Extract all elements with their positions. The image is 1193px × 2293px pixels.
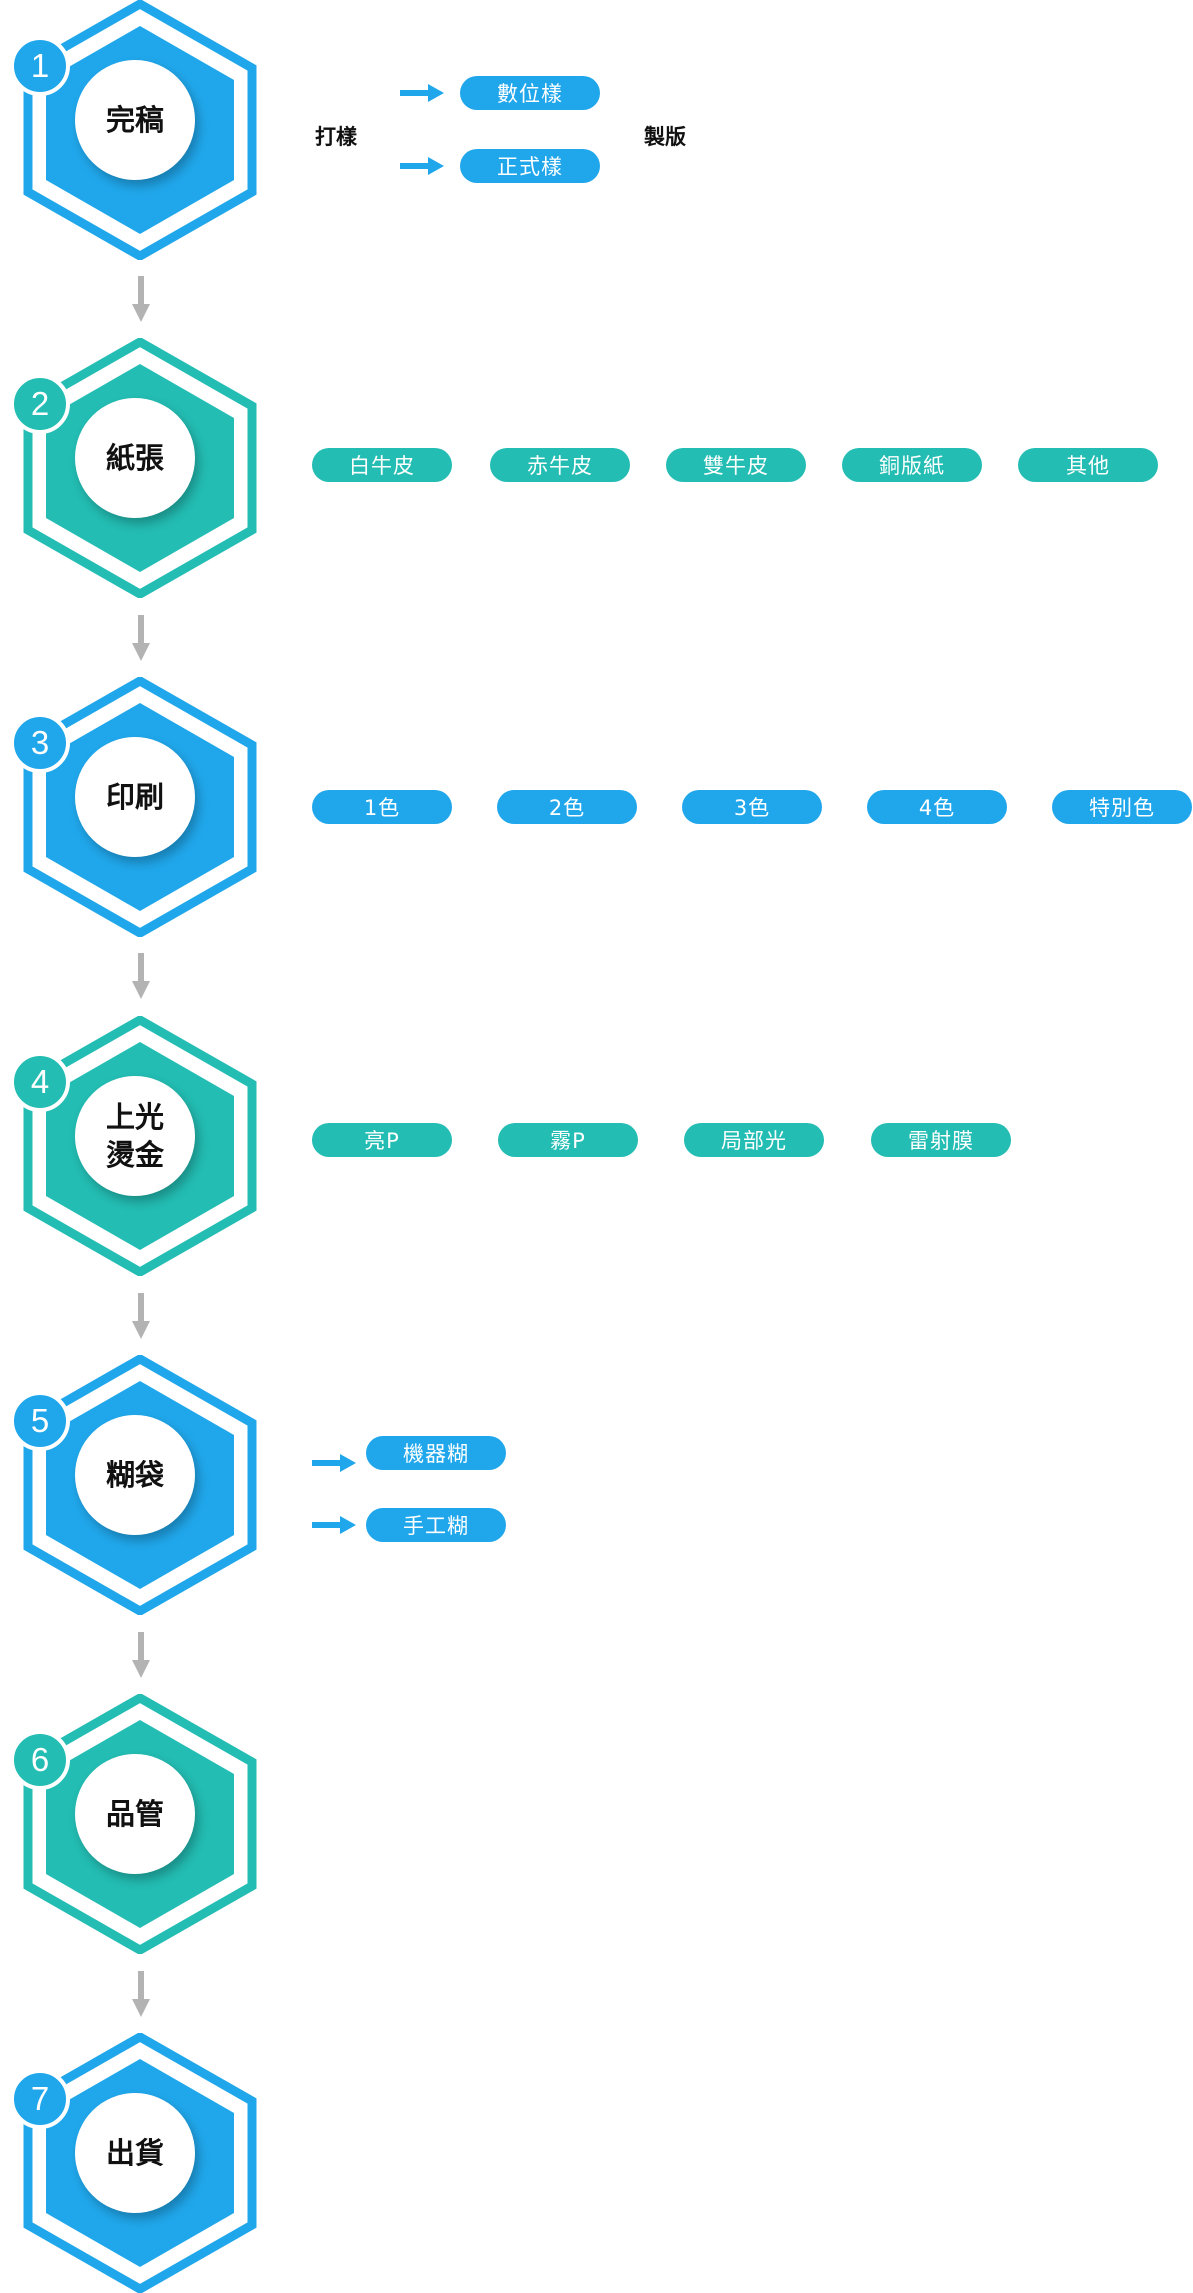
option-manual-gluing: 手工糊 bbox=[366, 1508, 506, 1542]
step-number-badge: 3 bbox=[10, 713, 70, 773]
step-title-line1: 上光 bbox=[105, 1100, 164, 1134]
step-2: 紙張 2 白牛皮 赤牛皮 雙牛皮 銅版紙 其他 bbox=[0, 338, 1193, 598]
arrow-right-icon bbox=[400, 84, 444, 102]
hexagon-node: 品管 bbox=[20, 1694, 260, 1954]
step-1: 完稿 1 打樣 數位樣 正式樣 製版 bbox=[0, 0, 1193, 260]
arrow-down-icon bbox=[132, 276, 150, 322]
step-number-badge: 1 bbox=[10, 36, 70, 96]
option-machine-gluing: 機器糊 bbox=[366, 1436, 506, 1470]
step-title: 完稿 bbox=[75, 60, 195, 180]
hexagon-node: 印刷 bbox=[20, 677, 260, 937]
step-title: 上光 燙金 bbox=[75, 1076, 195, 1196]
step-number-badge: 7 bbox=[10, 2069, 70, 2129]
arrow-down-icon bbox=[132, 1971, 150, 2017]
step-number-badge: 2 bbox=[10, 374, 70, 434]
option-matte-lamination: 霧P bbox=[498, 1123, 638, 1157]
option-4-color: 4色 bbox=[867, 790, 1007, 824]
option-white-kraft: 白牛皮 bbox=[312, 448, 452, 482]
step-number-badge: 4 bbox=[10, 1052, 70, 1112]
step-6: 品管 6 bbox=[0, 1694, 1193, 1954]
option-spot-uv: 局部光 bbox=[684, 1123, 824, 1157]
option-laser-film: 雷射膜 bbox=[871, 1123, 1011, 1157]
step-3: 印刷 3 1色 2色 3色 4色 特別色 bbox=[0, 677, 1193, 937]
hexagon-node: 出貨 bbox=[20, 2033, 260, 2293]
arrow-down-icon bbox=[132, 1293, 150, 1339]
arrow-right-icon bbox=[400, 157, 444, 175]
hexagon-node: 上光 燙金 bbox=[20, 1016, 260, 1276]
option-special-color: 特別色 bbox=[1052, 790, 1192, 824]
plate-label: 製版 bbox=[644, 125, 686, 149]
option-red-kraft: 赤牛皮 bbox=[490, 448, 630, 482]
step-title: 印刷 bbox=[75, 737, 195, 857]
option-2-color: 2色 bbox=[497, 790, 637, 824]
hexagon-node: 完稿 bbox=[20, 0, 260, 260]
option-1-color: 1色 bbox=[312, 790, 452, 824]
hexagon-node: 糊袋 bbox=[20, 1355, 260, 1615]
arrow-down-icon bbox=[132, 953, 150, 999]
arrow-right-icon bbox=[312, 1516, 356, 1534]
arrow-right-icon bbox=[312, 1454, 356, 1472]
step-number-badge: 5 bbox=[10, 1391, 70, 1451]
option-gloss-lamination: 亮P bbox=[312, 1123, 452, 1157]
proof-label: 打樣 bbox=[315, 125, 357, 149]
step-number-badge: 6 bbox=[10, 1730, 70, 1790]
step-title: 紙張 bbox=[75, 398, 195, 518]
option-formal-proof: 正式樣 bbox=[460, 149, 600, 183]
option-other: 其他 bbox=[1018, 448, 1158, 482]
arrow-down-icon bbox=[132, 615, 150, 661]
step-title: 出貨 bbox=[75, 2093, 195, 2213]
step-title-line2: 燙金 bbox=[105, 1138, 164, 1172]
option-double-kraft: 雙牛皮 bbox=[666, 448, 806, 482]
option-3-color: 3色 bbox=[682, 790, 822, 824]
hexagon-node: 紙張 bbox=[20, 338, 260, 598]
step-5: 糊袋 5 機器糊 手工糊 bbox=[0, 1355, 1193, 1615]
step-title: 糊袋 bbox=[75, 1415, 195, 1535]
step-7: 出貨 7 bbox=[0, 2033, 1193, 2293]
step-4: 上光 燙金 4 亮P 霧P 局部光 雷射膜 bbox=[0, 1016, 1193, 1276]
option-coated-paper: 銅版紙 bbox=[842, 448, 982, 482]
step-title: 品管 bbox=[75, 1754, 195, 1874]
option-digital-proof: 數位樣 bbox=[460, 76, 600, 110]
arrow-down-icon bbox=[132, 1632, 150, 1678]
